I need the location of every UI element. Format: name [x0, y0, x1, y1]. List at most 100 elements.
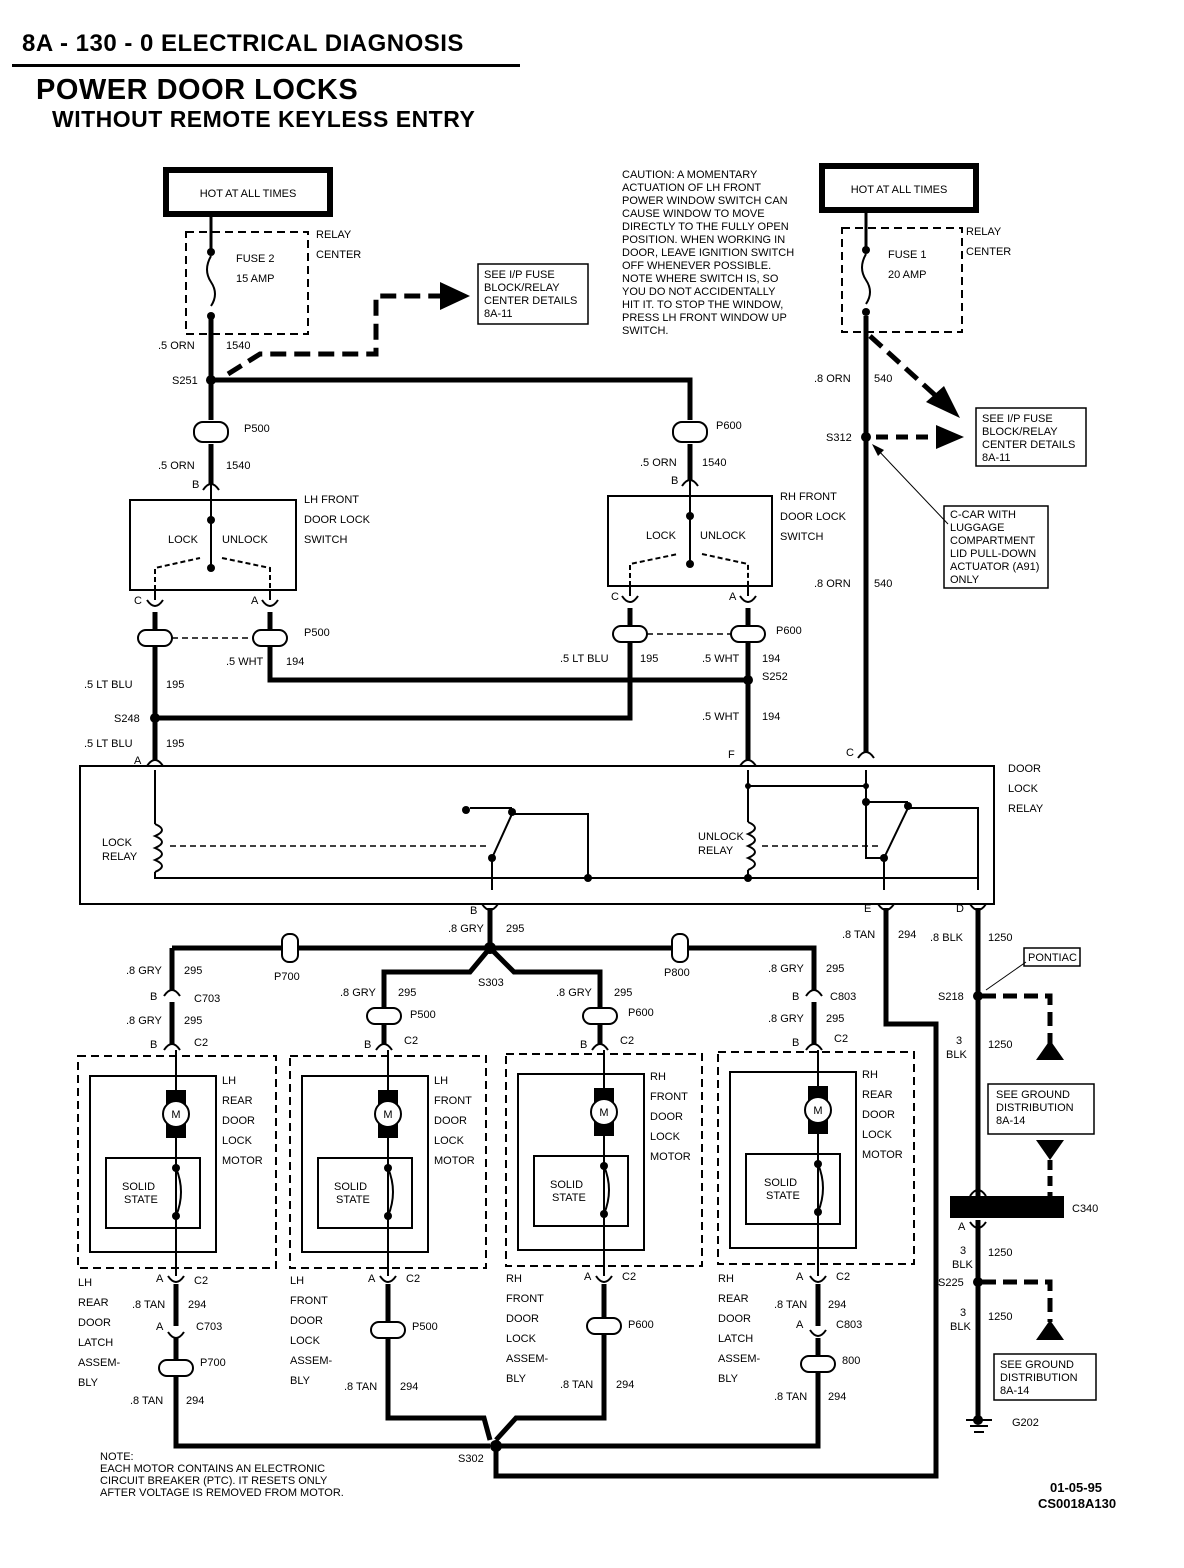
w-1250-d: 1250: [988, 1311, 1012, 1323]
latch-rh-rear-3: DOOR: [718, 1313, 751, 1325]
lbl-p500-c: P500: [410, 1009, 436, 1021]
see-ground-2-l3: 8A-14: [1000, 1385, 1029, 1397]
w-295-e: 295: [614, 987, 632, 999]
footer-note-2: EACH MOTOR CONTAINS AN ELECTRONIC: [100, 1463, 325, 1475]
pin-a-2: A: [729, 591, 737, 603]
motor-lh-front-l4: LOCK: [434, 1135, 465, 1147]
fuse1-name: FUSE 1: [888, 249, 927, 261]
lbl-g202: G202: [1012, 1417, 1039, 1429]
w-195-c: 195: [166, 738, 184, 750]
lbl-c2-a: C2: [194, 1037, 208, 1049]
lbl-c2-b: C2: [404, 1035, 418, 1047]
main-wires: [152, 316, 981, 1479]
lbl-p600-c: P600: [628, 1007, 654, 1019]
pin-c-2: C: [611, 591, 619, 603]
solid-state-lh-front-2: STATE: [336, 1194, 370, 1206]
relay-center-right-2: CENTER: [966, 246, 1011, 258]
w-294-b: 294: [188, 1299, 206, 1311]
w-295-b: 295: [184, 965, 202, 977]
fuse-detail-arrowhead-right: [926, 386, 960, 418]
rh-switch-label-1: RH FRONT: [780, 491, 837, 503]
power-box-right: HOT AT ALL TIMES: [819, 163, 979, 213]
c-car-line-6: ONLY: [950, 574, 980, 586]
see-fuse-left-1: SEE I/P FUSE: [484, 269, 555, 281]
motor-lh-front-l2: FRONT: [434, 1095, 472, 1107]
page-code: 8A - 130 - 0 ELECTRICAL DIAGNOSIS: [22, 30, 464, 57]
pin-b-4: B: [150, 991, 157, 1003]
rh-switch-label-2: DOOR LOCK: [780, 511, 847, 523]
power-box-left-label: HOT AT ALL TIMES: [200, 188, 297, 200]
motor-rh-front-m: M: [599, 1107, 608, 1119]
pin-a-4: A: [156, 1273, 164, 1285]
see-ground-2-l2: DISTRIBUTION: [1000, 1372, 1078, 1384]
latch-lh-rear-3: DOOR: [78, 1317, 111, 1329]
w-294-c: 294: [186, 1395, 204, 1407]
document-code: CS0018A130: [1038, 1496, 1117, 1511]
fuse-2: FUSE 2 15 AMP: [206, 214, 275, 320]
c-car-line-2: LUGGAGE: [950, 522, 1004, 534]
w-tan-c: .8 TAN: [130, 1395, 163, 1407]
c-car-line-4: LID PULL-DOWN: [950, 548, 1036, 560]
see-ground-1: SEE GROUND DISTRIBUTION 8A-14: [987, 1083, 1095, 1135]
solid-state-lh-rear-2: STATE: [124, 1194, 158, 1206]
latch-rh-rear-6: BLY: [718, 1373, 739, 1385]
see-fuse-right-4: 8A-11: [982, 452, 1011, 464]
pin-b-9: B: [792, 1037, 799, 1049]
caution-line-2: ACTUATION OF LH FRONT: [622, 182, 761, 194]
fuse-detail-arrowhead-left: [440, 282, 470, 310]
see-fuse-block-left: SEE I/P FUSE BLOCK/RELAY CENTER DETAILS …: [477, 263, 589, 325]
w-gry-e: .8 GRY: [556, 987, 593, 999]
w-gry-b: .8 GRY: [126, 965, 163, 977]
w-1540-a: 1540: [226, 340, 250, 352]
w-wht-c: .5 WHT: [702, 711, 740, 723]
w-1540-c: 1540: [702, 457, 726, 469]
pin-e: E: [864, 903, 871, 915]
latch-lh-front-6: BLY: [290, 1375, 311, 1387]
relay-center-box-left: [185, 231, 309, 335]
see-fuse-left-2: BLOCK/RELAY: [484, 282, 560, 294]
door-lock-relay-label-2: LOCK: [1008, 783, 1039, 795]
w-295-g: 295: [826, 1013, 844, 1025]
w-blk-d: BLK: [950, 1321, 971, 1333]
see-fuse-left-4: 8A-11: [484, 308, 513, 320]
pin-b-8: B: [792, 991, 799, 1003]
lh-switch-label-3: SWITCH: [304, 534, 347, 546]
fuse-detail-arrow-right: [868, 334, 938, 398]
pin-a-7: A: [796, 1271, 804, 1283]
lbl-p800: P800: [664, 967, 690, 979]
w-gry-c: .8 GRY: [126, 1015, 163, 1027]
page-title: POWER DOOR LOCKS: [36, 74, 359, 106]
lbl-c2-g: C2: [622, 1271, 636, 1283]
rh-switch-label-3: SWITCH: [780, 531, 823, 543]
w-gry-f: .8 GRY: [768, 963, 805, 975]
w-orn-a: .5 ORN: [158, 340, 195, 352]
lbl-p600-a: P600: [716, 420, 742, 432]
footer-note: NOTE: EACH MOTOR CONTAINS AN ELECTRONIC …: [100, 1451, 344, 1499]
w-540-a: 540: [874, 373, 892, 385]
footer-note-3: CIRCUIT BREAKER (PTC). IT RESETS ONLY: [100, 1475, 328, 1487]
w-295-a: 295: [506, 923, 524, 935]
w-295-f: 295: [826, 963, 844, 975]
w-1250-a: 1250: [988, 932, 1012, 944]
w-tan-b: .8 TAN: [132, 1299, 165, 1311]
ground-arrow-1-up: [1036, 1040, 1064, 1060]
see-fuse-right-2: BLOCK/RELAY: [982, 426, 1058, 438]
lh-switch-label-1: LH FRONT: [304, 494, 359, 506]
lbl-800: 800: [842, 1355, 860, 1367]
caution-line-10: YOU DO NOT ACCIDENTALLY: [622, 286, 776, 298]
lbl-s252: S252: [762, 671, 788, 683]
w-295-c: 295: [184, 1015, 202, 1027]
relay-center-left-2: CENTER: [316, 249, 361, 261]
fuse-1: FUSE 1 20 AMP: [861, 210, 927, 316]
w-ltblu-a: .5 LT BLU: [560, 653, 609, 665]
lbl-c340: C340: [1072, 1203, 1098, 1215]
motor-rh-front-l4: LOCK: [650, 1131, 681, 1143]
pontiac-callout: PONTIAC: [985, 947, 1081, 991]
lh-switch-lock-label: LOCK: [168, 534, 199, 546]
pin-a-3: A: [134, 755, 142, 767]
see-fuse-right-1: SEE I/P FUSE: [982, 413, 1053, 425]
w-blk-a: .8 BLK: [930, 932, 964, 944]
motor-lh-front-l5: MOTOR: [434, 1155, 475, 1167]
lbl-p600-b: P600: [776, 625, 802, 637]
